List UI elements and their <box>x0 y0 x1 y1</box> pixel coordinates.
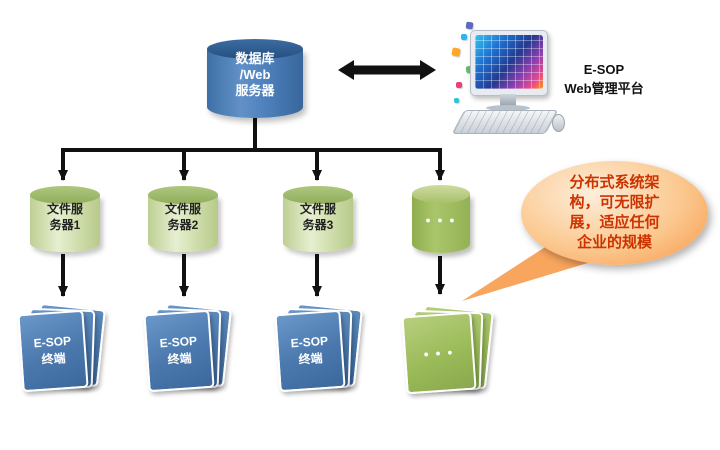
app-tile-icon <box>451 47 461 57</box>
more-file-servers-body <box>412 194 470 253</box>
terminal-3-label: E-SOP 终端 <box>290 333 329 367</box>
monitor-base <box>486 105 530 111</box>
document-page-front: E-SOP 终端 <box>17 309 89 393</box>
terminal-2-label: E-SOP 终端 <box>159 333 198 367</box>
file-server-2-body <box>148 195 218 252</box>
more-terminals-stack: ● ● ● <box>401 304 496 398</box>
app-tile-icon <box>461 34 467 40</box>
more-file-servers-dots: ● ● ● <box>425 215 457 225</box>
terminal-stack-3: E-SOP 终端 <box>274 302 363 394</box>
monitor-stand <box>500 94 516 106</box>
document-page-front: E-SOP 终端 <box>274 309 346 393</box>
file-server-1-top <box>30 186 100 204</box>
document-page-front: E-SOP 终端 <box>143 309 215 393</box>
callout-bubble: 分布式系统架 构，可无限扩 展，适应任何 企业的规模 <box>521 161 708 265</box>
file-server-1-body <box>30 195 100 252</box>
more-file-servers-node: ● ● ● <box>412 185 470 253</box>
file-server-1-label: 文件服 务器1 <box>46 202 83 232</box>
file-server-2-node: 文件服 务器2 <box>148 186 218 252</box>
file-server-3-body <box>283 195 353 252</box>
app-tile-icon <box>454 98 459 103</box>
db-cylinder-body <box>207 49 303 118</box>
terminal-stack-1: E-SOP 终端 <box>17 302 106 394</box>
terminal-1-label: E-SOP 终端 <box>33 333 72 367</box>
terminal-stack-2: E-SOP 终端 <box>143 302 232 394</box>
db-web-server-label: 数据库 /Web 服务器 <box>235 51 275 98</box>
db-web-server-node: 数据库 /Web 服务器 <box>207 39 303 118</box>
file-server-3-node: 文件服 务器3 <box>283 186 353 252</box>
more-terminals-dots: ● ● ● <box>422 346 455 359</box>
file-server-3-label: 文件服 务器3 <box>299 202 336 232</box>
mouse-icon <box>552 114 565 132</box>
app-tile-icon <box>465 21 474 30</box>
file-server-1-node: 文件服 务器1 <box>30 186 100 252</box>
monitor-screen <box>475 35 543 89</box>
file-server-3-top <box>283 186 353 204</box>
file-server-2-top <box>148 186 218 204</box>
web-platform-label: E-SOP Web管理平台 <box>564 62 644 96</box>
callout-text: 分布式系统架 构，可无限扩 展，适应任何 企业的规模 <box>569 174 660 251</box>
computer-icon <box>451 20 565 134</box>
double-arrow <box>338 60 436 80</box>
document-page-front: ● ● ● <box>401 311 477 395</box>
file-server-2-label: 文件服 务器2 <box>164 202 201 232</box>
db-cylinder-top <box>207 39 303 59</box>
more-file-servers-top <box>412 185 470 203</box>
app-tile-icon <box>456 82 462 88</box>
monitor-icon <box>470 30 548 96</box>
keyboard-icon <box>451 110 559 134</box>
